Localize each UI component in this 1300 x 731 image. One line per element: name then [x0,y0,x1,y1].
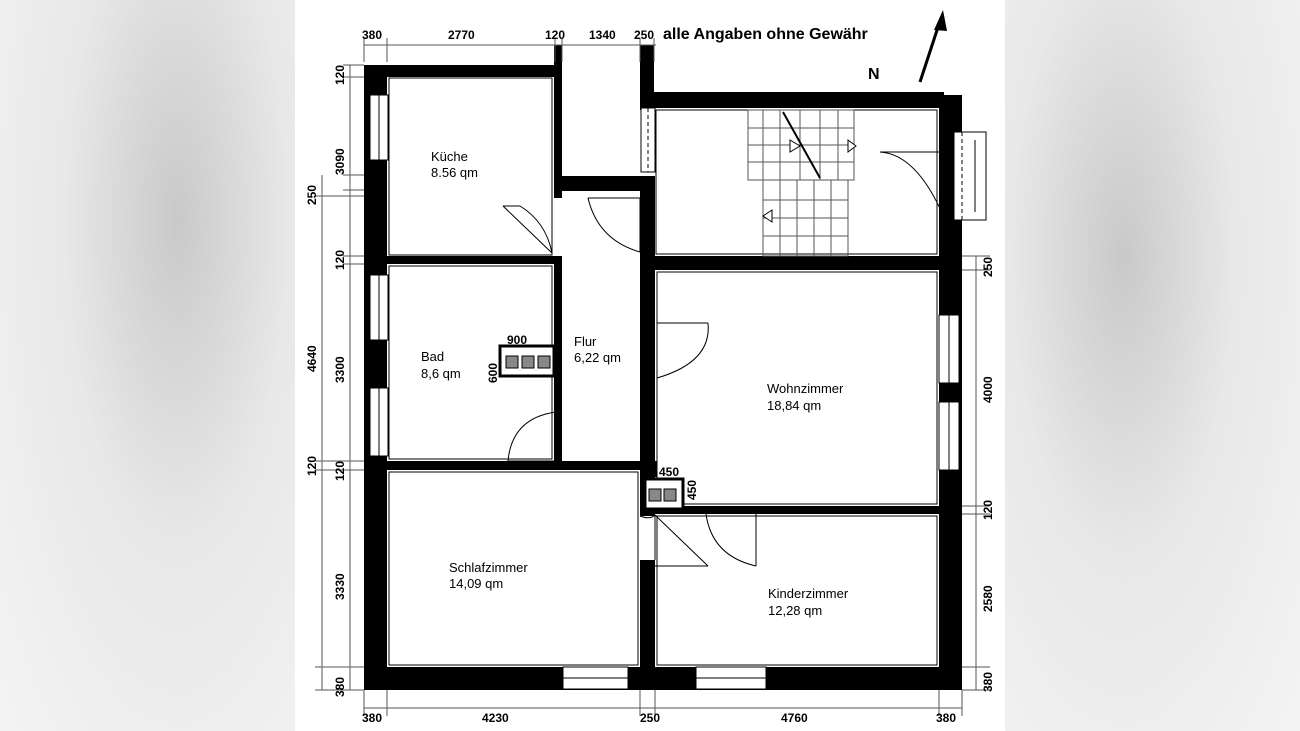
door-kueche [502,205,553,254]
dim-bottom-2: 4230 [482,711,509,725]
dim-right-3: 120 [981,500,995,520]
shaft-bad-height: 600 [486,363,500,383]
dim-right-5: 380 [981,672,995,692]
door-haustuer [879,151,944,216]
north-label: N [868,66,880,83]
window-bad-upper [369,274,389,341]
dim-right-1: 250 [981,257,995,277]
north-arrow-icon [918,10,947,83]
door-schlafzimmer [639,514,709,567]
window-bad-lower [369,387,389,457]
dim-left-outer-3: 380 [333,677,347,697]
room-flur-name: Flur [574,334,597,349]
floor-plan-drawing: alle Angaben ohne Gewähr N [305,10,995,725]
room-wohnzimmer-area: 18,84 qm [767,398,821,413]
dim-left-outer-2: 3330 [333,573,347,600]
window-wohnzimmer-lower [938,401,960,471]
dimension-line-left: 4640 3330 380 120 3090 250 120 3300 120 … [305,64,364,697]
door-bad [507,411,557,462]
dimension-line-bottom: 380 4230 250 4760 380 [362,690,963,725]
window-schlafzimmer [562,666,629,690]
shaft-flur-height: 450 [685,480,699,500]
floor-plan: alle Angaben ohne Gewähr N [295,0,1005,731]
dim-top-2: 2770 [448,28,475,42]
dim-bottom-4: 4760 [781,711,808,725]
room-kinderzimmer-area: 12,28 qm [768,603,822,618]
shaft-bad [498,344,556,378]
blurred-background-left [0,0,295,731]
dimension-line-right: 250 4000 120 2580 380 [962,255,995,692]
dim-left-inner-3: 250 [305,185,319,205]
dim-bottom-3: 250 [640,711,660,725]
room-bad-area: 8,6 qm [421,366,461,381]
windows [369,94,987,690]
dim-top-1: 380 [362,28,382,42]
dim-left-inner-4: 120 [333,250,347,270]
dim-right-2: 4000 [981,376,995,403]
dim-left-inner-2: 3090 [333,148,347,175]
exterior-walls [364,45,962,690]
door-wohnzimmer [656,322,709,379]
dim-top-4: 1340 [589,28,616,42]
blurred-background-right [1005,0,1300,731]
room-schlafzimmer-name: Schlafzimmer [449,560,528,575]
shaft-flur [643,477,685,511]
dim-top-5: 250 [634,28,654,42]
dim-bottom-5: 380 [936,711,956,725]
room-wohnzimmer-name: Wohnzimmer [767,381,844,396]
shaft-flur-width: 450 [659,465,679,479]
room-kinderzimmer-name: Kinderzimmer [768,586,849,601]
window-kinderzimmer [695,666,767,690]
room-labels: Küche 8.56 qm Bad 8,6 qm Flur 6,22 qm Wo… [421,149,849,618]
disclaimer-note: alle Angaben ohne Gewähr [663,26,868,43]
dim-left-inner-7: 120 [333,461,347,481]
room-bad-name: Bad [421,349,444,364]
shaft-bad-width: 900 [507,333,527,347]
room-kueche-area: 8.56 qm [431,165,478,180]
dim-right-4: 2580 [981,585,995,612]
dim-left-outer-1: 4640 [305,345,319,372]
door-kinderzimmer [705,511,757,567]
dim-left-inner-1: 120 [333,65,347,85]
doors [502,151,944,567]
entrance-frame [953,131,987,221]
dim-left-inner-5: 3300 [333,356,347,383]
window-wohnzimmer-upper [938,314,960,384]
staircase [747,109,857,257]
room-flur-area: 6,22 qm [574,350,621,365]
dim-top-3: 120 [545,28,565,42]
dim-left-inner-6: 120 [305,456,319,476]
window-kueche [369,94,389,161]
door-flur-entrance [587,197,641,253]
dim-bottom-1: 380 [362,711,382,725]
dimension-line-top: 380 2770 120 1340 250 [362,28,656,62]
window-flur-upper [640,107,656,173]
room-schlafzimmer-area: 14,09 qm [449,576,503,591]
room-kueche-name: Küche [431,149,468,164]
